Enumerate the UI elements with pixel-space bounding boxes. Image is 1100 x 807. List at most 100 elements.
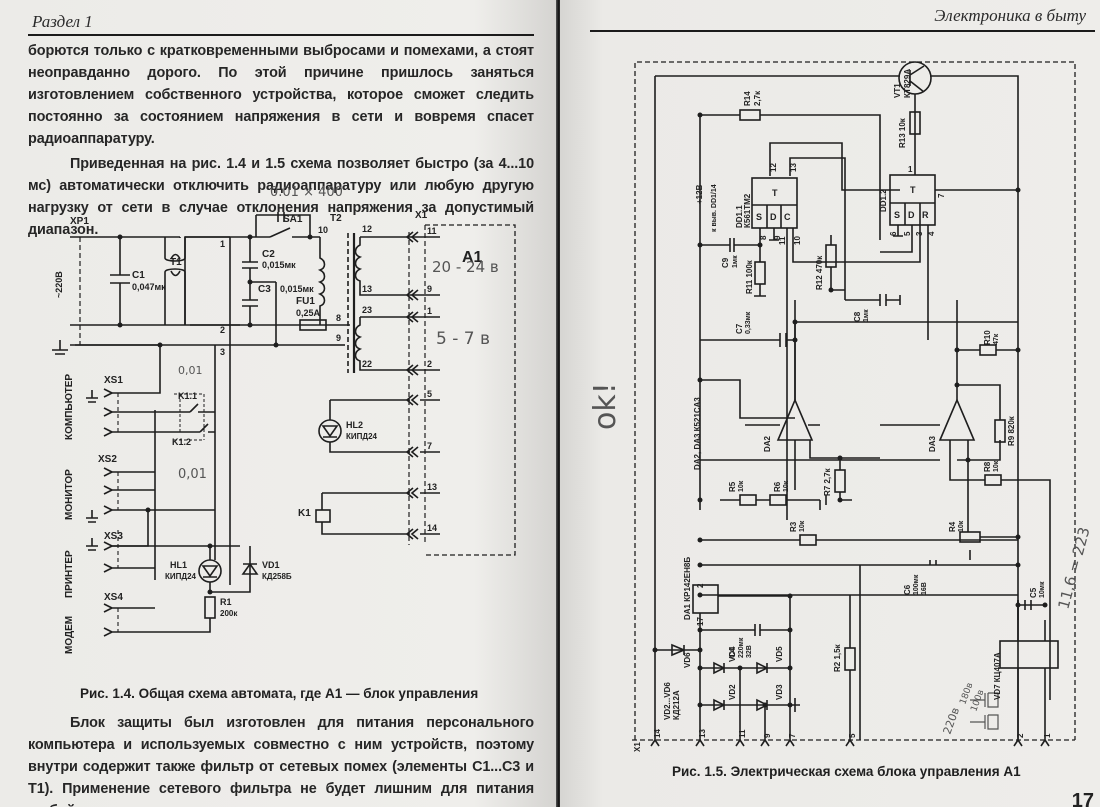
label-sa1: SA1	[283, 214, 303, 225]
handwritten-ok-mark: ok!	[588, 382, 623, 430]
label-r4-value: 10к	[958, 520, 965, 532]
label-vd-value: КД212А	[672, 690, 681, 720]
label-r8: R8	[983, 461, 992, 472]
label-r5-value: 10к	[738, 480, 745, 492]
trigger2-s-label: S	[894, 210, 900, 220]
handwritten-voltage-1: 20 - 24 в	[432, 258, 499, 276]
pin-dd12-7: 7	[937, 193, 946, 198]
x1-pin: 5	[848, 733, 857, 738]
label-xs3: XS3	[104, 531, 123, 542]
handwritten-cap-note: 0.01 × 400	[270, 185, 343, 200]
label-plus12-note: к выв. DD1/14	[711, 184, 718, 232]
label-r5: R5	[728, 481, 737, 492]
label-c4-voltage: 32В	[746, 645, 753, 658]
header-rule	[590, 30, 1095, 32]
label-r10-value: 47к	[993, 333, 1000, 345]
handwritten-220v: 220в	[941, 706, 963, 736]
body-text-bottom: Блок защиты был изготовлен для питания п…	[28, 712, 534, 807]
pin-2: 2	[220, 325, 225, 335]
label-r14: R14	[743, 91, 752, 106]
pin-x1-1: 1	[427, 306, 432, 316]
label-t1: T1	[170, 257, 182, 268]
pin-da1-17: 17	[696, 617, 705, 626]
pin-dd12-6: 6	[889, 231, 898, 236]
label-c5: C5	[1029, 587, 1038, 598]
handwritten-voltage-2: 5 - 7 в	[436, 329, 490, 349]
label-vd4: VD4	[728, 646, 737, 662]
label-c7: C7	[735, 323, 744, 334]
pin-dd12-4: 4	[927, 231, 936, 236]
pin-10: 10	[793, 236, 802, 245]
pin-12: 12	[769, 163, 778, 172]
x1-pin: 1	[1043, 733, 1052, 738]
pin-x1-7: 7	[427, 441, 432, 451]
label-r1-value: 200к	[220, 609, 238, 618]
pin-t2-22: 22	[362, 359, 372, 369]
label-r7: R7 2,7к	[823, 467, 832, 496]
label-vd3: VD3	[775, 684, 784, 700]
pin-13: 13	[789, 163, 798, 172]
running-head-left: Раздел 1	[32, 12, 93, 31]
trigger2-d-label: D	[908, 210, 915, 220]
pin-x1-14: 14	[427, 523, 437, 533]
label-computer: КОМПЬЮТЕР	[64, 374, 75, 440]
pin-dd12-1: 1	[908, 165, 913, 174]
label-c6-voltage: 16В	[921, 582, 928, 595]
label-da3: DA3	[928, 435, 937, 452]
label-r3-value: 10к	[799, 520, 806, 532]
paragraph: борются только с кратковременными выброс…	[28, 43, 534, 147]
x1-pin: 14	[653, 729, 662, 738]
label-r9: R9 820к	[1007, 415, 1016, 446]
body-text-top: борются только с кратковременными выброс…	[28, 40, 534, 241]
trigger-s-label: S	[756, 212, 762, 222]
label-xs1: XS1	[104, 375, 123, 386]
label-k11: K1.1	[178, 391, 197, 401]
running-head-right: Электроника в быту	[934, 6, 1086, 25]
label-monitor: МОНИТОР	[64, 469, 75, 520]
pin-8: 8	[759, 235, 768, 240]
trigger2-t-label: T	[910, 185, 916, 195]
label-dd12: DD1.2	[879, 189, 888, 212]
handwritten-k12-cap: 0,01	[178, 467, 207, 482]
label-r10: R10	[983, 330, 992, 345]
pin-da1-2: 2	[696, 583, 705, 588]
label-r12: R12 470к	[815, 255, 824, 290]
label-c7-value: 0,33мк	[745, 311, 752, 334]
label-x1: X1	[415, 210, 428, 221]
label-r6-value: 10к	[783, 480, 790, 492]
pin-x1-11: 11	[427, 226, 437, 236]
label-r2: R2 1,5к	[833, 643, 842, 672]
schematic-fig-1-5: VT1 КТ829А R14 2,7к R13 10к +12В к выв. …	[588, 61, 1094, 752]
label-c6-value: 100мк	[913, 574, 920, 595]
book-spine	[556, 0, 561, 807]
pin-11: 11	[778, 236, 787, 245]
label-fu1: FU1	[296, 296, 315, 307]
pin-dd12-5: 5	[903, 231, 912, 236]
label-t2: T2	[330, 213, 342, 224]
pin-3: 3	[220, 347, 225, 357]
pin-x1-5: 5	[427, 389, 432, 399]
label-k1: K1	[298, 508, 311, 519]
pin-1: 1	[220, 239, 225, 249]
label-da2: DA2	[763, 435, 772, 452]
label-dd11: DD1.1	[735, 205, 744, 228]
left-page: Раздел 1 борются только с кратковременны…	[0, 0, 558, 807]
x1-pin: 2	[1016, 733, 1025, 738]
label-c1: C1	[132, 270, 145, 281]
pin-x1-13: 13	[427, 482, 437, 492]
label-k12: K1.2	[172, 437, 191, 447]
trigger-d-label: D	[770, 212, 777, 222]
label-r1: R1	[220, 597, 232, 607]
paragraph: Блок защиты был изготовлен для питания п…	[28, 715, 534, 807]
label-r14-value: 2,7к	[753, 90, 762, 106]
label-c8-value: 1мк	[863, 309, 870, 322]
label-c3: C3	[258, 284, 271, 295]
label-vd1-value: КД258Б	[262, 572, 292, 581]
page-number: 17	[1071, 790, 1094, 807]
label-xp1: XP1	[70, 216, 89, 227]
label-r11: R11 100к	[745, 259, 754, 294]
label-c1-value: 0,047мк	[132, 282, 166, 292]
label-x1: X1	[633, 742, 642, 752]
label-c3-value: 0,015мк	[280, 284, 314, 294]
schematic-fig-1-4: XP1 ~220В C1 0,047мк T1 T2 SA1 C2 0,015м…	[52, 185, 516, 654]
